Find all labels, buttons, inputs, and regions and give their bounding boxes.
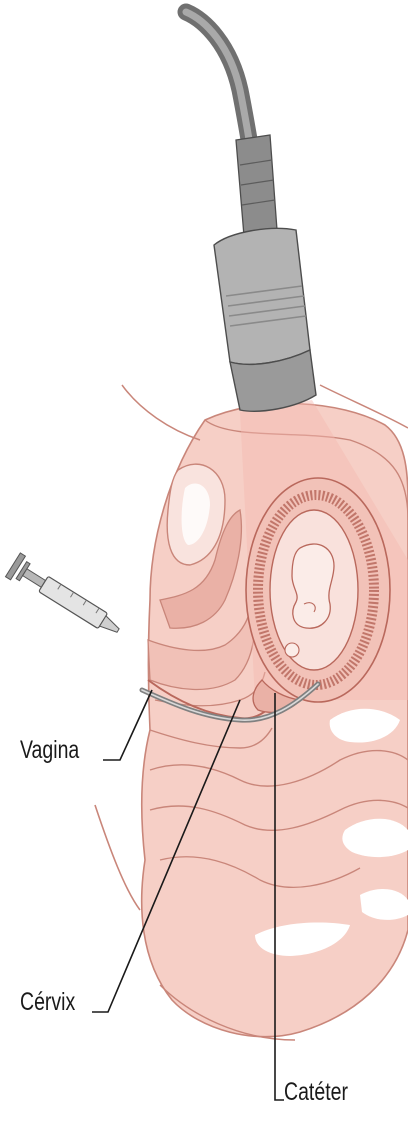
- thigh-line-left: [95, 805, 140, 910]
- highlight-4: [360, 889, 408, 920]
- syringe-icon: [5, 553, 125, 642]
- yolk-sac: [285, 643, 299, 657]
- label-cateter: Catéter: [284, 1078, 348, 1107]
- ultrasound-transducer-icon: [186, 12, 316, 411]
- embryo: [292, 544, 334, 628]
- leader-line-vagina: [103, 690, 152, 760]
- label-cervix: Cérvix: [20, 988, 75, 1017]
- skin-line-upper: [122, 385, 200, 440]
- transducer-strain-relief: [236, 135, 277, 236]
- label-vagina: Vagina: [20, 736, 79, 765]
